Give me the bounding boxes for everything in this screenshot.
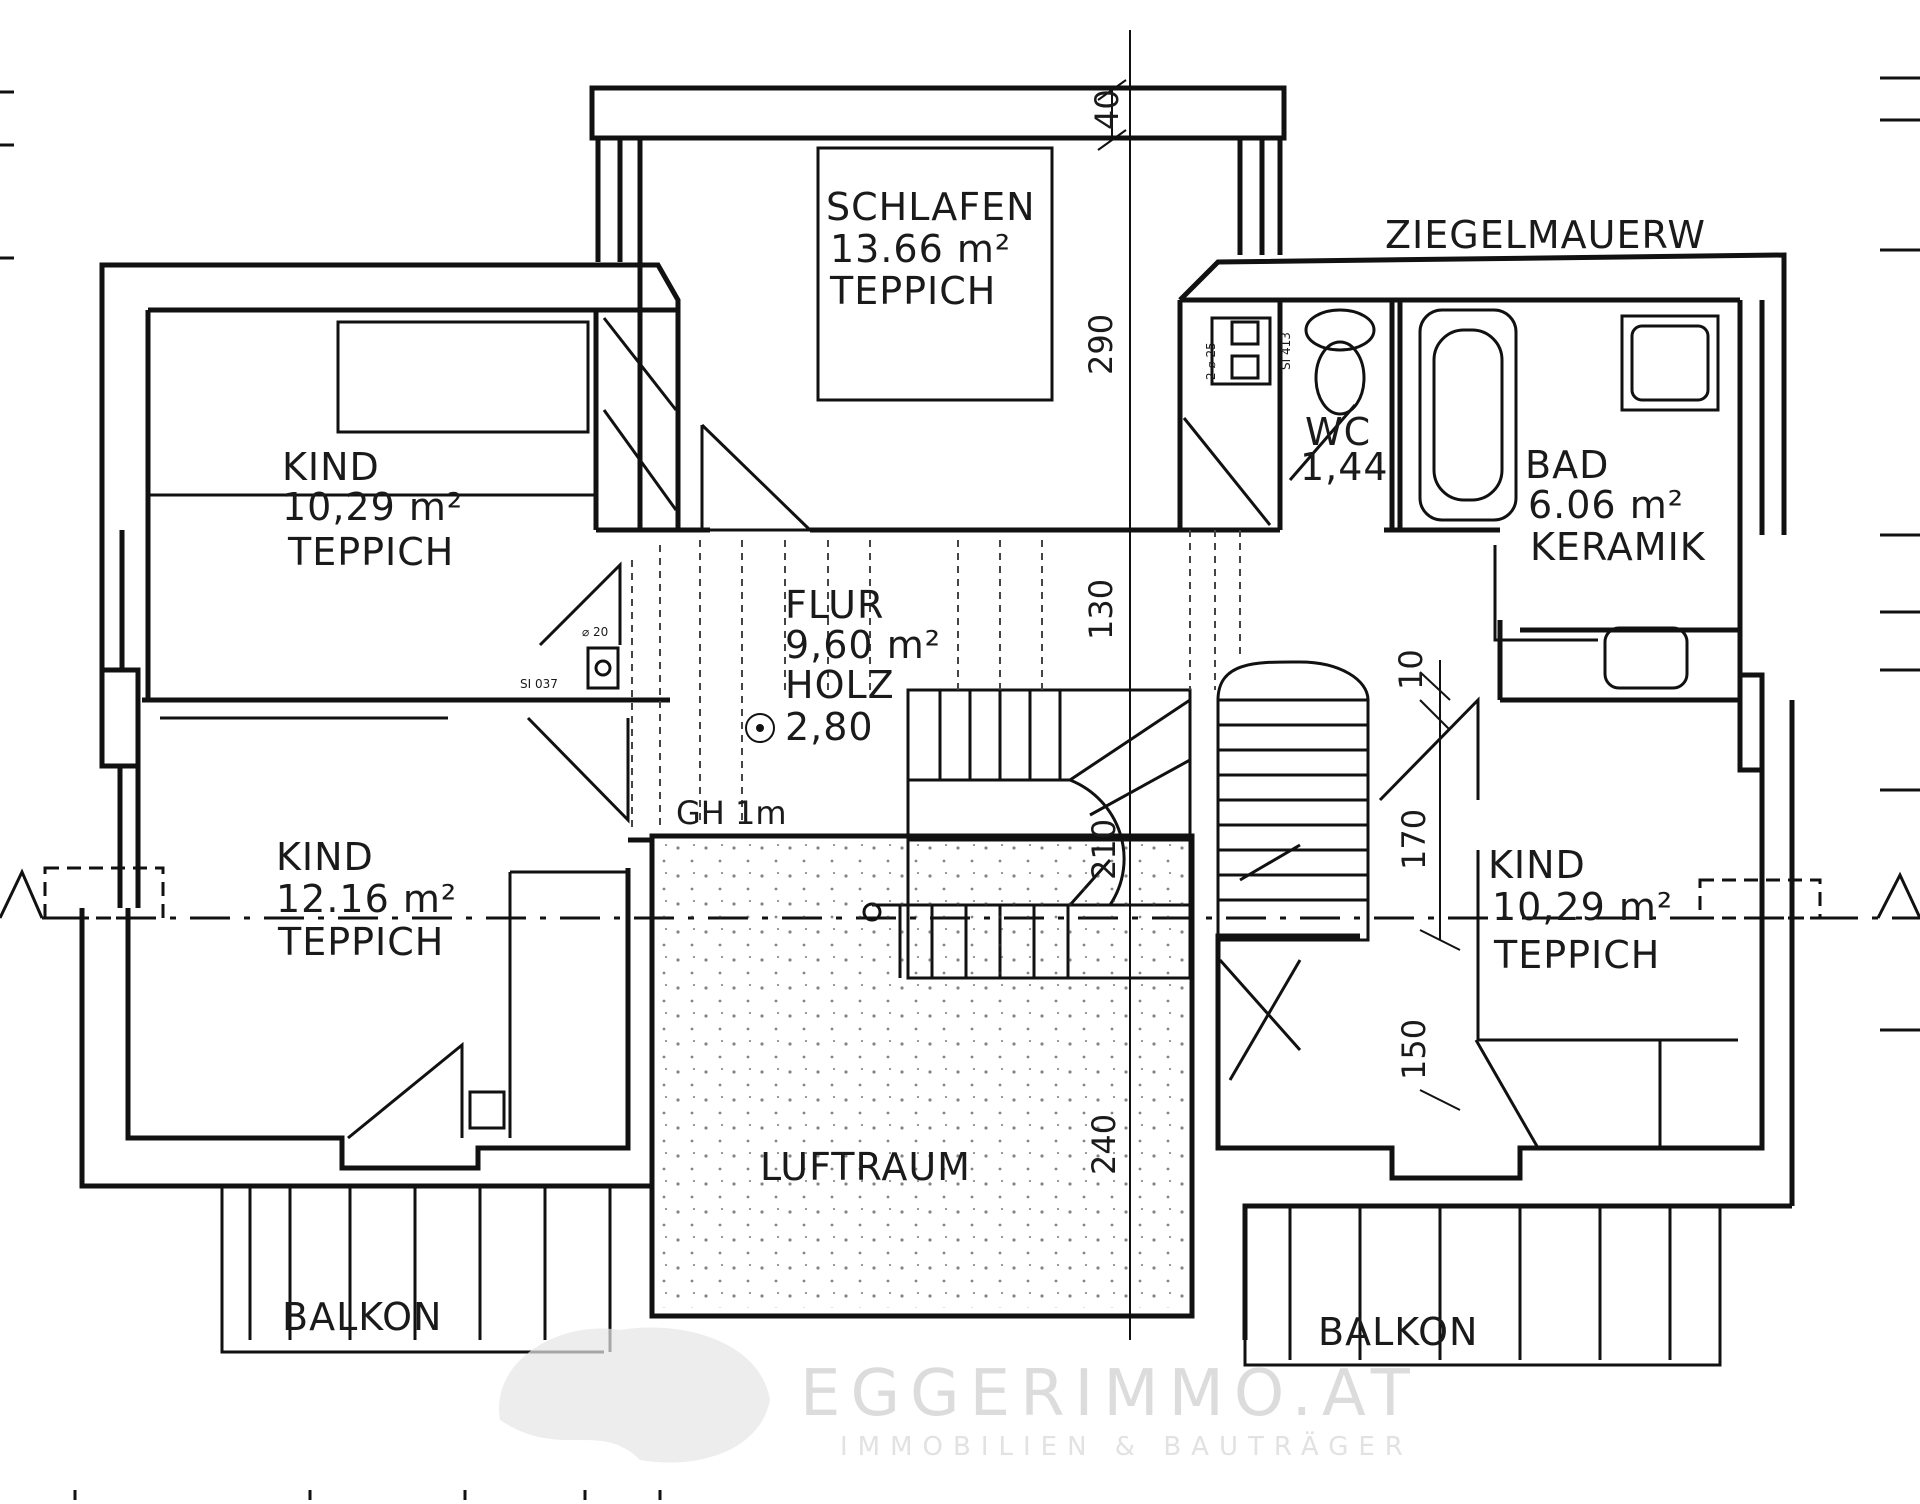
schlafen-area: 13.66 m² (830, 227, 1011, 271)
dimension-lines (745, 79, 1461, 1111)
kind-top-left-name: KIND (282, 445, 380, 489)
room-kind-bottom-left: KIND 12.16 m² TEPPICH (276, 835, 457, 964)
room-kind-top-left: KIND 10,29 m² TEPPICH (282, 445, 463, 574)
kind-top-left-floor: TEPPICH (287, 530, 454, 574)
top-note-label: ZIEGELMAUERW (1385, 213, 1706, 257)
room-schlafen: SCHLAFEN 13.66 m² TEPPICH (826, 185, 1036, 313)
gh-note: GH 1m (676, 794, 787, 832)
luftraum-label: LUFTRAUM (760, 1145, 971, 1189)
luftraum-texture (660, 844, 1186, 1308)
phi20-note: ⌀ 20 (582, 625, 608, 639)
flur-height: 2,80 (785, 705, 874, 749)
room-wc: WC 1,44 (1300, 410, 1389, 489)
flur-name: FLUR (785, 583, 884, 627)
flur-floor: HOLZ (785, 663, 895, 707)
dimension-170: 170 (1395, 809, 1433, 870)
kind-bottom-left-floor: TEPPICH (277, 920, 444, 964)
room-kind-right: KIND 10,29 m² TEPPICH (1488, 843, 1673, 977)
bad-name: BAD (1525, 443, 1609, 487)
bad-area: 6.06 m² (1528, 483, 1684, 527)
balkon-right-label: BALKON (1318, 1310, 1478, 1354)
watermark-brand: EGGERIMMO.AT (800, 1357, 1420, 1431)
wc-area: 1,44 (1300, 445, 1389, 489)
kind-bottom-left-name: KIND (276, 835, 374, 879)
dimension-10: 10 (1392, 649, 1430, 690)
kind-right-floor: TEPPICH (1493, 933, 1660, 977)
wc-name: WC (1305, 410, 1371, 454)
si413-note: SI 413 (1279, 332, 1293, 370)
kind-top-left-area: 10,29 m² (282, 485, 463, 529)
dimension-40: 40 (1088, 89, 1126, 130)
hall-boards (631, 530, 1241, 830)
schlafen-floor: TEPPICH (829, 269, 996, 313)
kind-right-name: KIND (1488, 843, 1586, 887)
dimension-290: 290 (1082, 314, 1120, 375)
schlafen-name: SCHLAFEN (826, 185, 1036, 229)
room-flur: FLUR 9,60 m² HOLZ 2,80 (785, 583, 941, 749)
watermark-logo (499, 1327, 770, 1463)
si037-note: SI 037 (520, 677, 558, 691)
phi25-note: 2 ⌀ 25 (1204, 342, 1218, 380)
partitions (148, 146, 1738, 1367)
watermark: EGGERIMMO.AT IMMOBILIEN & BAUTRÄGER (499, 1327, 1420, 1463)
watermark-tagline: IMMOBILIEN & BAUTRÄGER (840, 1430, 1413, 1462)
bad-floor: KERAMIK (1530, 525, 1706, 569)
edge-ticks (0, 76, 1920, 1500)
dimension-150: 150 (1395, 1019, 1433, 1080)
dimension-130: 130 (1082, 579, 1120, 640)
room-bad: BAD 6.06 m² KERAMIK (1525, 443, 1706, 569)
dimension-210: 210 (1085, 819, 1123, 880)
kind-bottom-left-area: 12.16 m² (276, 877, 457, 921)
balkon-left-label: BALKON (282, 1295, 442, 1339)
flur-area: 9,60 m² (785, 623, 941, 667)
dimension-240: 240 (1085, 1114, 1123, 1175)
kind-right-area: 10,29 m² (1492, 885, 1673, 929)
